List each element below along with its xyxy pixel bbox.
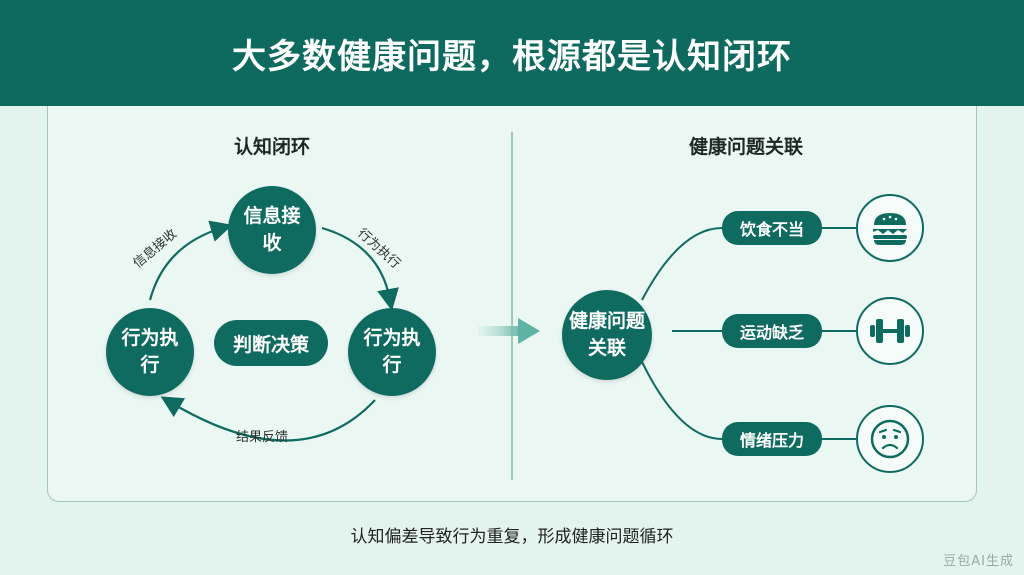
health-heading: 健康问题关联: [688, 136, 803, 158]
page-title: 大多数健康问题，根源都是认知闭环: [232, 36, 792, 77]
arc-bottom: [160, 396, 376, 442]
node-action-left: 行为执行: [106, 308, 194, 396]
branch-stress: 情绪压力: [722, 422, 822, 456]
watermark: 豆包AI生成: [943, 554, 1014, 569]
title-bar: 大多数健康问题，根源都是认知闭环: [0, 0, 1024, 106]
arc-top-to-right: [321, 226, 399, 311]
arc-label-feedback: 结果反馈: [236, 430, 289, 445]
node-decision: 判断决策: [214, 320, 328, 366]
worried-face-icon: [856, 405, 924, 473]
node-action-right: 行为执行: [348, 308, 436, 396]
branch-line-3: [641, 361, 723, 440]
node-health-issues: 健康问题关联: [562, 290, 652, 380]
arc-left-to-top: [148, 220, 233, 301]
dumbbell-icon: [856, 297, 924, 365]
node-info-receive: 信息接收: [228, 186, 316, 274]
cycle-heading: 认知闭环: [233, 136, 310, 158]
caption: 认知偏差导致行为重复，形成健康问题循环: [350, 527, 674, 547]
branch-diet: 饮食不当: [722, 211, 822, 245]
burger-icon: [856, 194, 924, 262]
branch-line-1: [641, 227, 723, 301]
panel-divider: [511, 132, 513, 480]
branch-exercise: 运动缺乏: [722, 314, 822, 348]
